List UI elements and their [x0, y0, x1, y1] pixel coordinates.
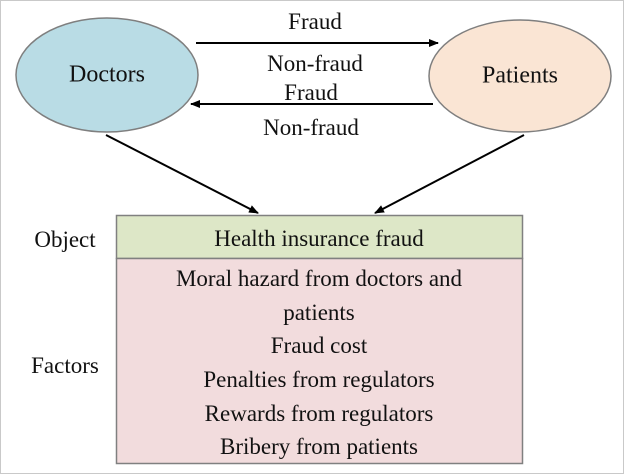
edge-label-bottom-non-fraud: Non-fraud	[263, 115, 359, 140]
factor-line-2: Fraud cost	[271, 333, 368, 358]
doctors-ellipse-shape	[15, 17, 199, 133]
patients-label: Patients	[482, 63, 558, 89]
edge-label-bottom-fraud: Fraud	[284, 80, 338, 105]
factor-line-4: Rewards from regulators	[205, 401, 434, 426]
factor-line-1: patients	[283, 300, 355, 325]
patients-ellipse-shape	[428, 19, 612, 133]
node-doctors[interactable]: Doctors	[15, 17, 199, 133]
factors-box[interactable]: Moral hazard from doctors and patients F…	[115, 257, 524, 465]
object-box-title: Health insurance fraud	[214, 226, 424, 251]
object-box-rect	[115, 214, 524, 260]
factor-line-5: Bribery from patients	[220, 434, 418, 459]
doctors-label: Doctors	[69, 62, 145, 88]
object-box[interactable]: Health insurance fraud	[115, 214, 524, 260]
side-label-factors: Factors	[31, 353, 99, 378]
factor-line-3: Penalties from regulators	[203, 367, 434, 392]
arrow-patients-to-object	[374, 134, 525, 214]
factors-box-rect	[115, 257, 524, 465]
edge-label-top-fraud: Fraud	[288, 9, 342, 34]
edge-label-top-non-fraud: Non-fraud	[267, 51, 363, 76]
factor-line-0: Moral hazard from doctors and	[176, 266, 463, 291]
node-patients[interactable]: Patients	[428, 19, 612, 133]
side-label-object: Object	[34, 227, 96, 252]
arrow-doctors-to-object	[105, 134, 259, 214]
